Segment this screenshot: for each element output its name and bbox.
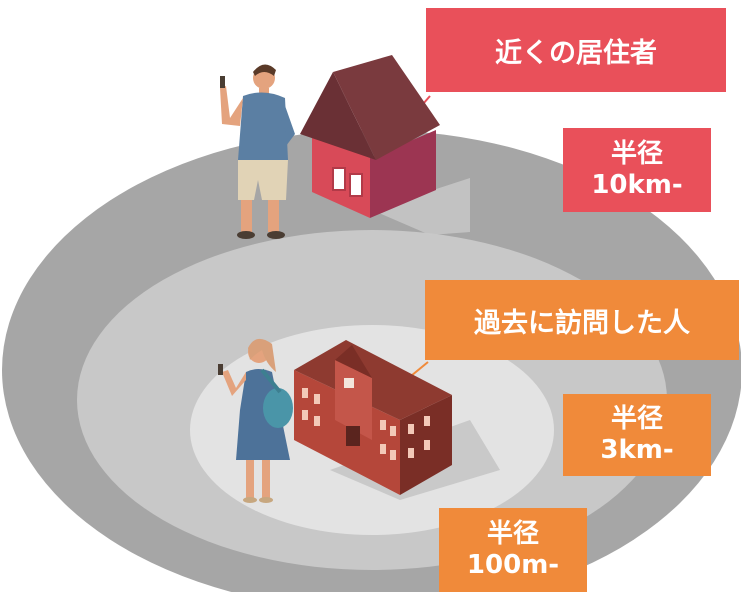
- man-icon: [220, 64, 295, 239]
- radius-100m-title: 半径: [486, 518, 539, 549]
- radius-10km-label: 半径 10km-: [563, 128, 711, 212]
- woman-icon: [218, 338, 293, 503]
- visitors-callout-text: 過去に訪問した人: [474, 307, 690, 339]
- residents-callout-text: 近くの居住者: [495, 37, 657, 69]
- radius-3km-title: 半径: [610, 403, 663, 434]
- radius-3km-label: 半径 3km-: [563, 394, 711, 476]
- residents-callout: 近くの居住者: [426, 8, 726, 92]
- radius-100m-distance: 100m-: [466, 550, 560, 580]
- house-icon: [300, 55, 470, 235]
- radius-10km-distance: 10km-: [591, 170, 683, 200]
- radius-10km-title: 半径: [610, 138, 663, 169]
- radius-3km-distance: 3km-: [600, 435, 674, 465]
- radius-100m-label: 半径 100m-: [439, 508, 587, 592]
- visitors-callout: 過去に訪問した人: [425, 280, 739, 360]
- school-building-icon: [294, 340, 500, 500]
